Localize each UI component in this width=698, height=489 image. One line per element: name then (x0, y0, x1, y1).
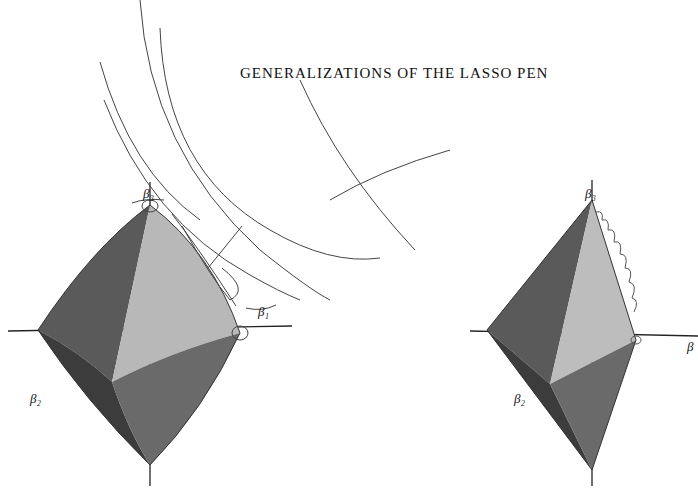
axis-label: β₂ (30, 392, 41, 405)
octahedron (470, 180, 698, 486)
axis-label: β₁ (258, 305, 269, 318)
rounded-polytope (8, 182, 292, 486)
axis-label: β (687, 340, 693, 353)
running-head: GENERALIZATIONS OF THE LASSO PEN (240, 66, 548, 81)
hand-annotation (100, 0, 450, 340)
axis-label: β₂ (514, 392, 525, 405)
axis-label: β₃ (143, 187, 154, 200)
axis-label: β₃ (585, 187, 596, 200)
hand-annotation (596, 212, 641, 344)
